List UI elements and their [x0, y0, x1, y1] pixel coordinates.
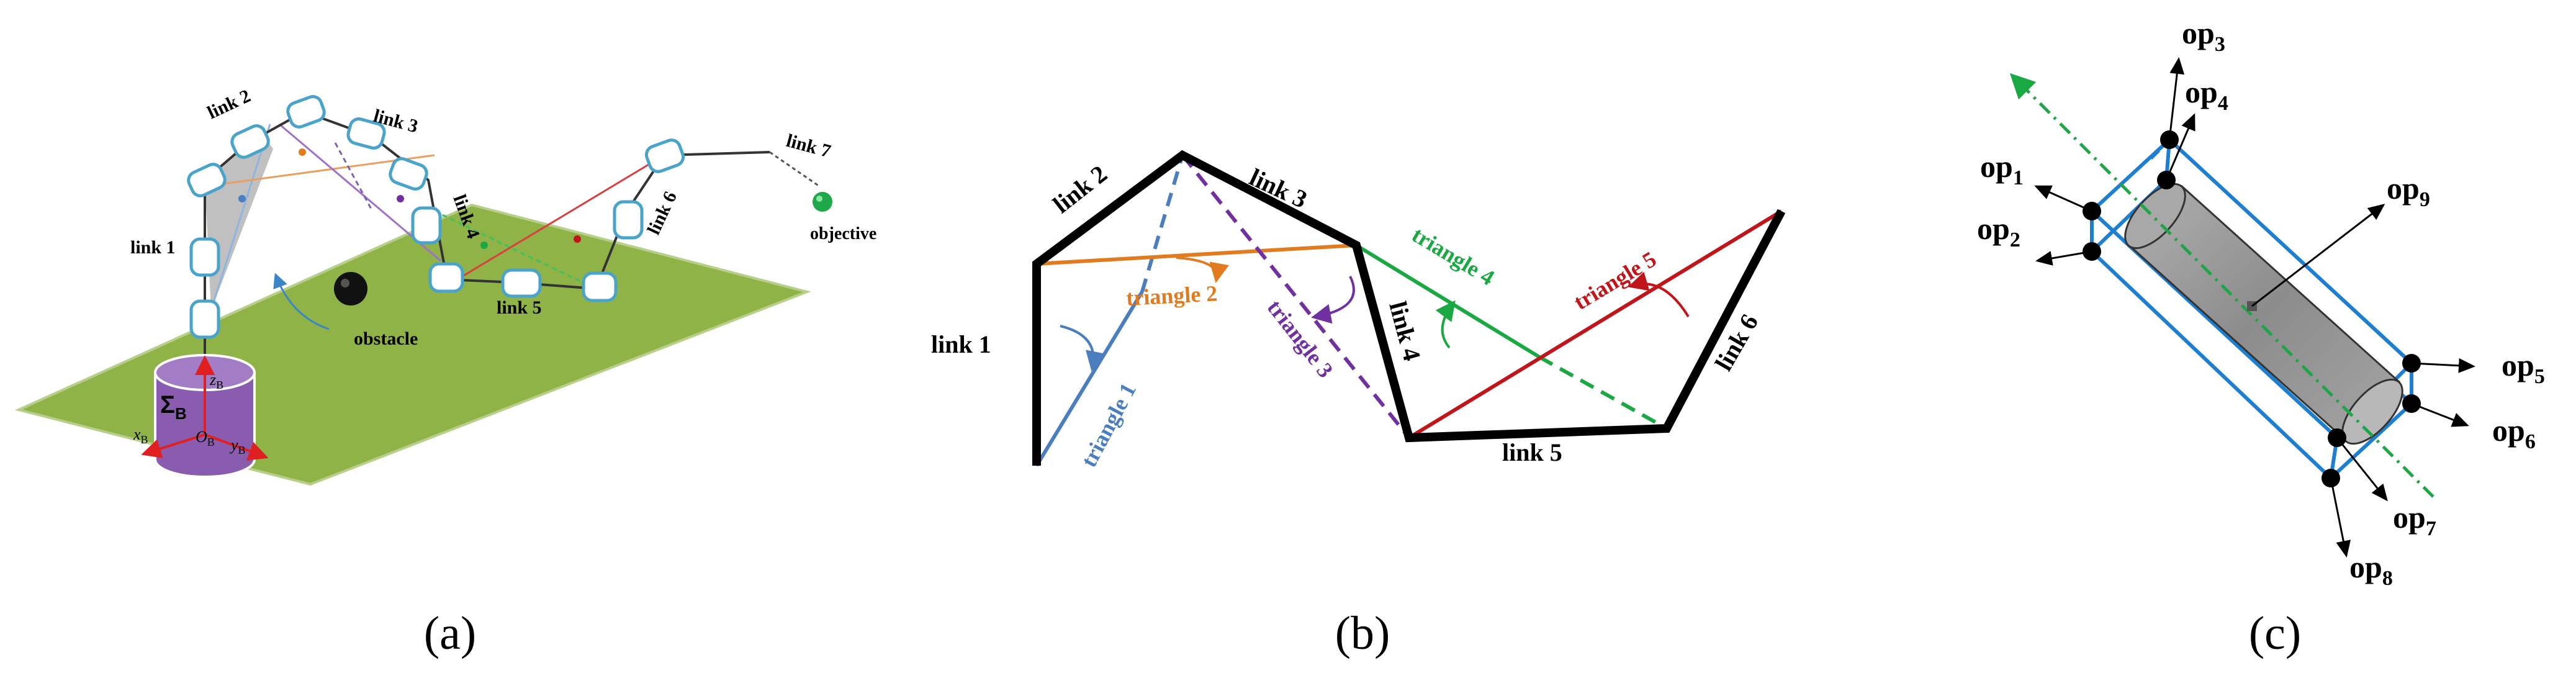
op-label-1: op1 [1980, 149, 2024, 189]
triangle-line-dashed [334, 142, 374, 212]
triangle-line-red [446, 154, 665, 287]
axis-y [204, 433, 269, 461]
triangle-2-line [1036, 243, 1357, 266]
b-link-label-6: link 6 [1709, 309, 1763, 375]
obstacle-label: obstacle [354, 328, 418, 349]
frame-o-label: OB [196, 428, 215, 448]
marker-dot-orange [299, 148, 306, 156]
symmetry-axis [2009, 73, 2434, 498]
b-link-label-5: link 5 [1502, 438, 1562, 466]
link-label-6: link 6 [643, 188, 681, 238]
b-link-label-1: link 1 [931, 330, 991, 358]
triangle-5-line [1408, 209, 1783, 440]
joint-cylinders [187, 95, 685, 339]
obstacle-highlight [341, 279, 349, 287]
objective-label: objective [810, 224, 876, 243]
op-label-6: op6 [2492, 413, 2536, 453]
triangle-label-2: triangle 2 [1125, 281, 1218, 310]
marker-dot-red [574, 235, 581, 243]
op-label-8: op8 [2349, 550, 2393, 590]
triangle-line-blue [210, 124, 271, 311]
frame-z-label: zB [209, 371, 223, 391]
frame-sigma-label: ΣB [160, 391, 187, 423]
triangle-2-arc [1176, 256, 1229, 283]
triangle-line-green [434, 210, 597, 290]
frame-y-label: yB [229, 436, 246, 456]
panel-a: link 1 link 2 link 3 link 4 link 5 link … [14, 86, 876, 659]
objective-ball [813, 192, 832, 212]
op-label-5: op5 [2502, 348, 2545, 388]
triangle-1-arc [1060, 325, 1106, 371]
caption-b: (b) [1335, 607, 1390, 659]
caption-a: (a) [424, 607, 476, 659]
marker-dot-purple [397, 195, 404, 202]
frame-x-label: xB [133, 425, 148, 446]
obstacle-ball [334, 272, 367, 305]
triangle-4-dashed [1538, 355, 1668, 430]
arm-links [1032, 150, 1786, 466]
triangle-5-arc [1628, 271, 1690, 318]
triangle-3-line [1181, 154, 1411, 439]
triangle-label-1: triangle 1 [1076, 379, 1141, 471]
axis-x [141, 433, 205, 459]
op-label-9: op9 [2387, 171, 2430, 211]
caption-c: (c) [2249, 607, 2301, 659]
panel-c: op1 op2 op3 op4 op5 op6 op7 op8 op9 (c) [1977, 16, 2545, 659]
op-label-7: op7 [2393, 500, 2436, 540]
triangle-1-dashed [1140, 155, 1184, 292]
marker-dot-green [480, 242, 488, 249]
op-label-4: op4 [2185, 75, 2228, 115]
triangle-3-arc [1311, 276, 1355, 324]
link-label-5: link 5 [497, 297, 542, 318]
rotation-arc [273, 273, 330, 330]
triangle-label-5: triangle 5 [1570, 247, 1661, 315]
link-label-1: link 1 [130, 237, 176, 258]
arm-to-objective [769, 151, 820, 188]
cylinder-body [2124, 183, 2403, 445]
triangle-label-4: triangle 4 [1408, 222, 1499, 291]
triangle-1-solid [1035, 291, 1144, 467]
link-label-7: link 7 [784, 130, 833, 162]
point-arrows [2034, 57, 2475, 558]
objective-highlight [816, 196, 822, 202]
marker-dot-blue [238, 195, 246, 202]
link-label-2: link 2 [204, 86, 254, 124]
triangle-label-3: triangle 3 [1263, 295, 1338, 382]
panel-b: link 1 link 2 link 3 link 4 link 5 link … [931, 150, 1786, 659]
op-label-3: op3 [2182, 16, 2225, 56]
triangle-4-arc [1435, 300, 1456, 349]
op-label-2: op2 [1977, 211, 2020, 251]
